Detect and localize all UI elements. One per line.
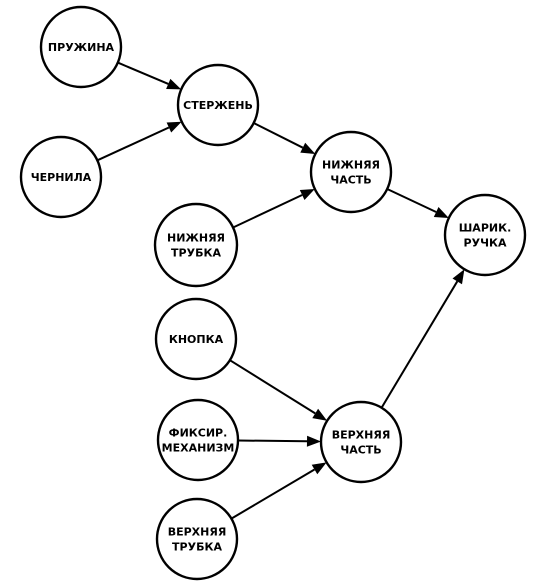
node-label: ЧЕРНИЛА: [31, 171, 92, 184]
edge-line: [229, 359, 316, 415]
edge-line: [232, 194, 303, 229]
node-circle: [309, 130, 393, 214]
node-spring: ПРУЖИНА: [39, 5, 123, 89]
edge-rod-to-lower-part: [253, 122, 316, 154]
edge-lock-mechanism-to-upper-part: [237, 435, 321, 447]
node-lower-tube: НИЖНЯЯ ТРУБКА: [153, 202, 239, 288]
node-label: ПРУЖИНА: [48, 41, 115, 54]
arrowhead-icon: [166, 121, 182, 133]
node-label: ВЕРХНЯЯ: [332, 429, 391, 442]
node-ink: ЧЕРНИЛА: [19, 135, 103, 219]
edges-layer: [96, 61, 465, 520]
nodes-layer: ПРУЖИНАЧЕРНИЛАСТЕРЖЕНЬНИЖНЯЯТРУБКАНИЖНЯЯ…: [19, 5, 527, 581]
node-label: СТЕРЖЕНЬ: [183, 99, 253, 112]
node-circle: [19, 135, 103, 219]
node-upper-part: ВЕРХНЯЯ ЧАСТЬ: [319, 400, 403, 484]
node-circle: [154, 297, 238, 381]
node-circle: [153, 202, 239, 288]
edge-upper-part-to-ballpoint-pen: [380, 269, 465, 409]
arrowhead-icon: [166, 78, 182, 90]
arrowhead-icon: [312, 408, 328, 421]
edge-line: [117, 61, 169, 85]
node-circle: [443, 193, 527, 277]
node-lower-part: НИЖНЯЯ ЧАСТЬ: [309, 130, 393, 214]
arrowhead-icon: [306, 435, 321, 447]
arrowhead-icon: [452, 269, 465, 285]
node-label: КНОПКА: [169, 333, 224, 346]
arrowhead-icon: [299, 189, 315, 200]
arrowhead-icon: [311, 462, 327, 475]
node-label: ЧАСТЬ: [330, 174, 371, 187]
node-label: ШАРИК.: [459, 222, 512, 235]
edge-line: [253, 122, 304, 149]
node-lock-mechanism: ФИКСИР. МЕХАНИЗМ: [156, 398, 240, 482]
node-button: КНОПКА: [154, 297, 238, 381]
node-circle: [319, 400, 403, 484]
node-label: ВЕРХНЯЯ: [168, 526, 227, 539]
edge-button-to-upper-part: [229, 359, 328, 421]
edge-upper-tube-to-upper-part: [230, 462, 327, 520]
node-label: РУЧКА: [464, 237, 507, 250]
edge-lower-part-to-ballpoint-pen: [386, 188, 449, 218]
edge-ink-to-rod: [96, 121, 182, 162]
node-label: НИЖНЯЯ: [167, 232, 225, 245]
node-label: МЕХАНИЗМ: [162, 442, 235, 455]
edge-lower-tube-to-lower-part: [232, 189, 315, 229]
edge-line: [230, 468, 316, 520]
arrowhead-icon: [433, 207, 449, 218]
node-ballpoint-pen: ШАРИК. РУЧКА: [443, 193, 527, 277]
node-label: ЧАСТЬ: [340, 444, 381, 457]
node-label: НИЖНЯЯ: [322, 159, 380, 172]
node-label: ФИКСИР.: [169, 427, 228, 440]
node-upper-tube: ВЕРХНЯЯ ТРУБКА: [155, 497, 239, 581]
node-circle: [39, 5, 123, 89]
edge-line: [386, 188, 437, 213]
arrowhead-icon: [300, 142, 316, 154]
node-circle: [156, 398, 240, 482]
node-label: ТРУБКА: [171, 247, 221, 260]
node-rod: СТЕРЖЕНЬ: [176, 63, 260, 147]
edge-line: [96, 126, 170, 162]
edge-line: [380, 280, 459, 409]
edge-spring-to-rod: [117, 61, 182, 90]
node-circle: [155, 497, 239, 581]
node-circle: [176, 63, 260, 147]
node-label: ТРУБКА: [172, 541, 222, 554]
edge-line: [237, 439, 308, 443]
